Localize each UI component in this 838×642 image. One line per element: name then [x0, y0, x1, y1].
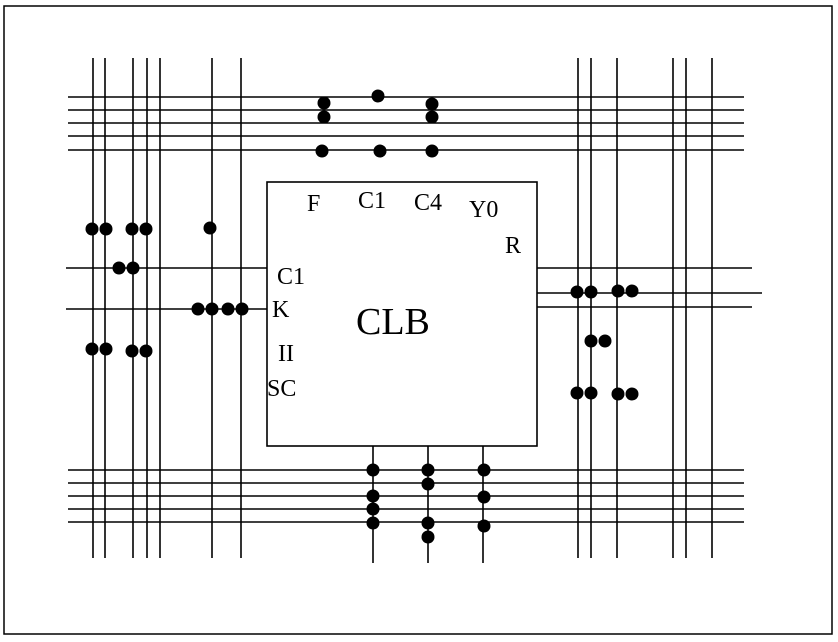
pip-dot	[85, 222, 99, 236]
clb-pin-label-top: C1	[358, 188, 386, 214]
pip-dot	[317, 96, 331, 110]
clb-pin-label-left: SC	[267, 376, 296, 402]
pip-dot	[235, 302, 249, 316]
clb-pin-label-top: C4	[414, 190, 442, 216]
pip-dot	[584, 386, 598, 400]
pip-dot	[425, 110, 439, 124]
pip-dot	[477, 463, 491, 477]
pip-dot	[221, 302, 235, 316]
interconnect-points	[85, 89, 639, 544]
pip-dot	[125, 344, 139, 358]
pip-dot	[584, 285, 598, 299]
pip-dot	[477, 490, 491, 504]
clb-pin-label-left: C1	[277, 264, 305, 290]
diagram-frame	[3, 5, 833, 635]
pip-dot	[611, 387, 625, 401]
pip-dot	[112, 261, 126, 275]
pip-dot	[366, 463, 380, 477]
pip-dot	[205, 302, 219, 316]
pip-dot	[421, 463, 435, 477]
pip-dot	[125, 222, 139, 236]
clb-title: CLB	[356, 301, 430, 343]
pip-dot	[373, 144, 387, 158]
clb-pin-label-top: F	[307, 191, 320, 217]
right-routing-channel	[577, 58, 713, 558]
pip-dot	[421, 516, 435, 530]
clb-left-pins	[66, 267, 267, 310]
pip-dot	[317, 110, 331, 124]
top-routing-channel	[68, 96, 744, 151]
pip-dot	[570, 386, 584, 400]
pip-dot	[584, 334, 598, 348]
pip-dot	[99, 222, 113, 236]
pip-dot	[598, 334, 612, 348]
pip-dot	[425, 144, 439, 158]
clb-block	[266, 181, 538, 447]
clb-pin-label-left: II	[278, 341, 294, 367]
pip-dot	[570, 285, 584, 299]
left-routing-channel	[92, 58, 242, 558]
pip-dot	[421, 477, 435, 491]
pip-dot	[611, 284, 625, 298]
pip-dot	[139, 222, 153, 236]
pip-dot	[625, 284, 639, 298]
pip-dot	[366, 516, 380, 530]
pip-dot	[366, 489, 380, 503]
pip-dot	[315, 144, 329, 158]
pip-dot	[366, 502, 380, 516]
clb-right-pins	[537, 267, 762, 308]
pip-dot	[99, 342, 113, 356]
pip-dot	[371, 89, 385, 103]
pip-dot	[421, 530, 435, 544]
pip-dot	[191, 302, 205, 316]
clb-pin-label-right: R	[505, 233, 521, 259]
pip-dot	[425, 97, 439, 111]
pip-dot	[477, 519, 491, 533]
pip-dot	[203, 221, 217, 235]
pip-dot	[126, 261, 140, 275]
pip-dot	[85, 342, 99, 356]
pip-dot	[625, 387, 639, 401]
clb-pin-label-left: K	[272, 297, 290, 323]
clb-pin-label-top: Y0	[469, 197, 498, 223]
pip-dot	[139, 344, 153, 358]
bottom-routing-channel	[68, 469, 744, 523]
